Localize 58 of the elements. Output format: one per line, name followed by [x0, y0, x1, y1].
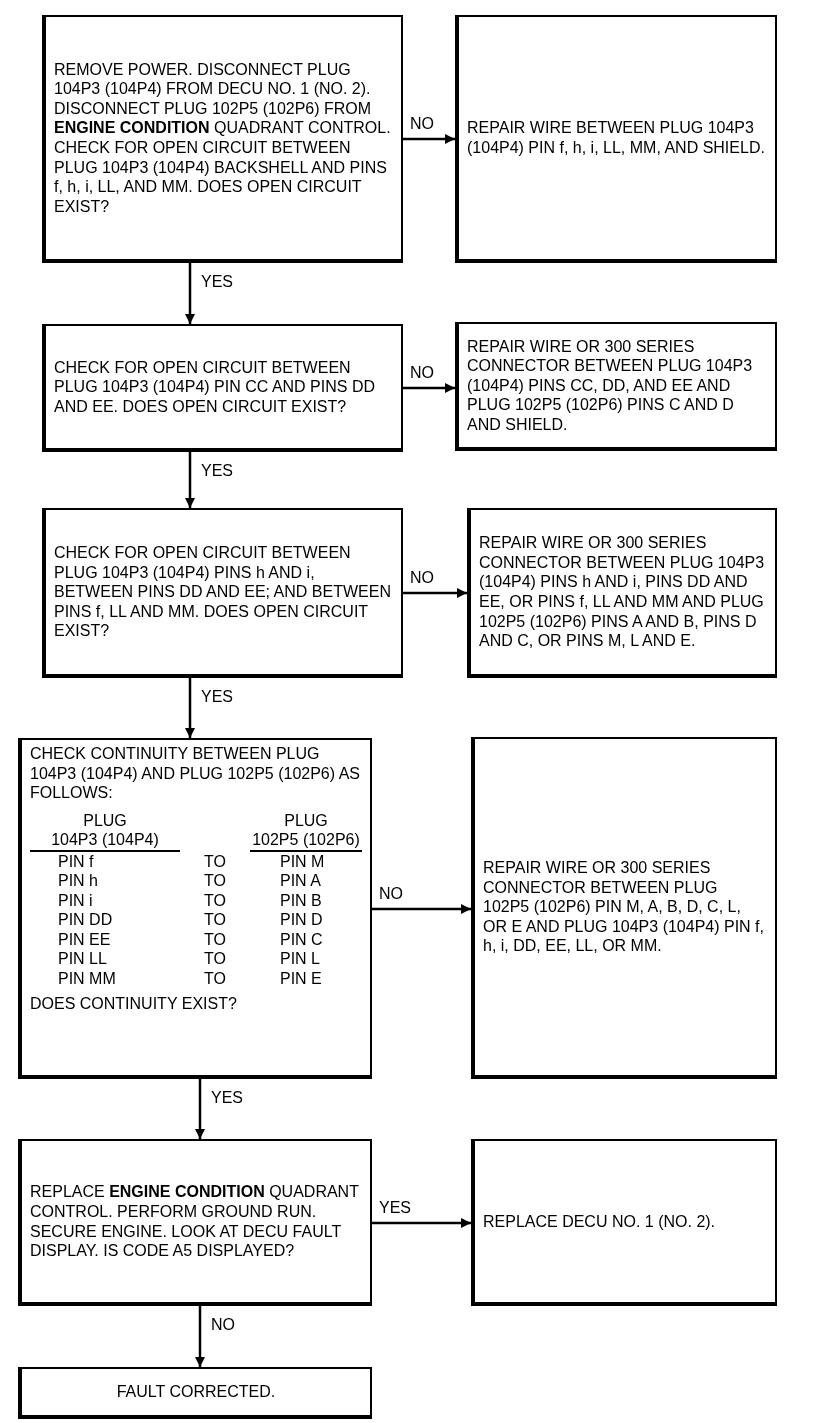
- table-cell-text: TO: [203, 968, 227, 989]
- process-box: [455, 15, 777, 263]
- arrow: [185, 678, 195, 738]
- table-cell-text: TO: [203, 929, 227, 950]
- step-text: REPAIR WIRE OR 300 SERIES CONNECTOR BETWEEN PLUG 104P3 (104P4) PINS h AND i, PINS DD AND EE, OR PINS f, LL AND MM AND PLUG 102P5 (102P6) PINS A AND B, PINS D AND C, OR PINS M, L AND E.: [479, 533, 766, 651]
- step-text: CHECK FOR OPEN CIRCUIT BETWEEN PLUG 104P3 (104P4) PIN CC AND PINS DD AND EE. DOES OPEN CIRCUIT EXIST?: [54, 357, 376, 417]
- step-text: REPAIR WIRE BETWEEN PLUG 104P3 (104P4) PIN f, h, i, LL, MM, AND SHIELD.: [467, 118, 766, 158]
- question-text: DOES CONTINUITY EXIST?: [30, 994, 238, 1014]
- table-cell-text: PIN A: [279, 871, 322, 891]
- step-text: CHECK CONTINUITY BETWEEN PLUG 104P3 (104P4) AND PLUG 102P5 (102P6) AS FOLLOWS:: [30, 744, 361, 803]
- table-cell-text: PIN LL: [57, 949, 108, 969]
- arrow: [403, 134, 455, 144]
- table-cell-text: PIN C: [279, 929, 324, 950]
- step-text: REPAIR WIRE OR 300 SERIES CONNECTOR BETWEEN PLUG 104P3 (104P4) PINS CC, DD, AND EE AND PLUG 102P5 (102P6) PINS C AND D AND SHIELD.: [467, 336, 754, 435]
- process-box: [18, 1139, 372, 1306]
- table-cell-text: PIN M: [279, 851, 326, 872]
- table-cell-text: PIN L: [279, 949, 321, 969]
- step-text: FAULT CORRECTED.: [115, 1382, 277, 1402]
- table-cell-text: PIN h: [57, 871, 99, 891]
- table-cell-text: TO: [203, 890, 227, 911]
- process-box: [467, 508, 777, 678]
- step-text: REPLACE DECU NO. 1 (NO. 2).: [483, 1211, 717, 1232]
- arrow: [403, 383, 455, 393]
- column-header: 104P3 (104P4): [30, 830, 180, 852]
- table-cell-text: TO: [203, 851, 227, 872]
- arrow: [195, 1306, 205, 1367]
- arrow: [372, 904, 471, 914]
- table-cell-text: PIN E: [279, 968, 323, 989]
- process-box: [471, 1139, 777, 1306]
- table-cell-text: PIN f: [57, 851, 95, 872]
- arrow: [372, 1218, 471, 1228]
- arrow: [403, 588, 467, 598]
- table-cell-text: PIN D: [279, 910, 324, 930]
- arrow: [185, 452, 195, 508]
- step-text: REPAIR WIRE OR 300 SERIES CONNECTOR BETWEEN PLUG 102P5 (102P6) PIN M, A, B, D, C, L, OR E AND PLUG 104P3 (104P4) PIN f, h, i, DD, EE, LL, OR MM.: [483, 858, 765, 956]
- process-box: [18, 738, 372, 1079]
- table-cell-text: PIN MM: [57, 968, 117, 989]
- process-box: [471, 737, 777, 1079]
- table-cell-text: PIN EE: [57, 929, 112, 950]
- process-box: [18, 1367, 372, 1419]
- table-cell-text: PIN DD: [57, 910, 114, 930]
- process-box: [455, 322, 777, 451]
- column-header: PLUG: [283, 810, 329, 831]
- column-header: 102P5 (102P6): [250, 830, 362, 852]
- arrow: [195, 1079, 205, 1139]
- table-cell-text: TO: [203, 949, 227, 969]
- process-box: [42, 508, 403, 678]
- table-cell-text: TO: [203, 871, 227, 891]
- column-header: PLUG: [82, 810, 128, 831]
- step-text: REPLACE ENGINE CONDITION QUADRANT CONTROL. PERFORM GROUND RUN. SECURE ENGINE. LOOK AT DECU FAULT DISPLAY. IS CODE A5 DISPLAYED?: [30, 1182, 360, 1261]
- arrow: [185, 263, 195, 324]
- table-cell-text: PIN B: [279, 890, 323, 911]
- process-box: [42, 324, 403, 452]
- table-cell-text: PIN i: [57, 890, 94, 911]
- step-text: REMOVE POWER. DISCONNECT PLUG 104P3 (104P4) FROM DECU NO. 1 (NO. 2). DISCONNECT PLUG 102P5 (102P6) FROM ENGINE CONDITION QUADRANT CONTROL. CHECK FOR OPEN CIRCUIT BETWEEN PLUG 104P3 (104P4) BACKSHELL AND PINS f, h, i, LL, AND MM. DOES OPEN CIRCUIT EXIST?: [54, 59, 392, 217]
- table-cell-text: TO: [203, 910, 227, 930]
- step-text: CHECK FOR OPEN CIRCUIT BETWEEN PLUG 104P3 (104P4) PINS h AND i, BETWEEN PINS DD AND EE; AND BETWEEN PINS f, LL AND MM. DOES OPEN CIRCUIT EXIST?: [54, 543, 392, 641]
- process-box: [42, 15, 403, 263]
